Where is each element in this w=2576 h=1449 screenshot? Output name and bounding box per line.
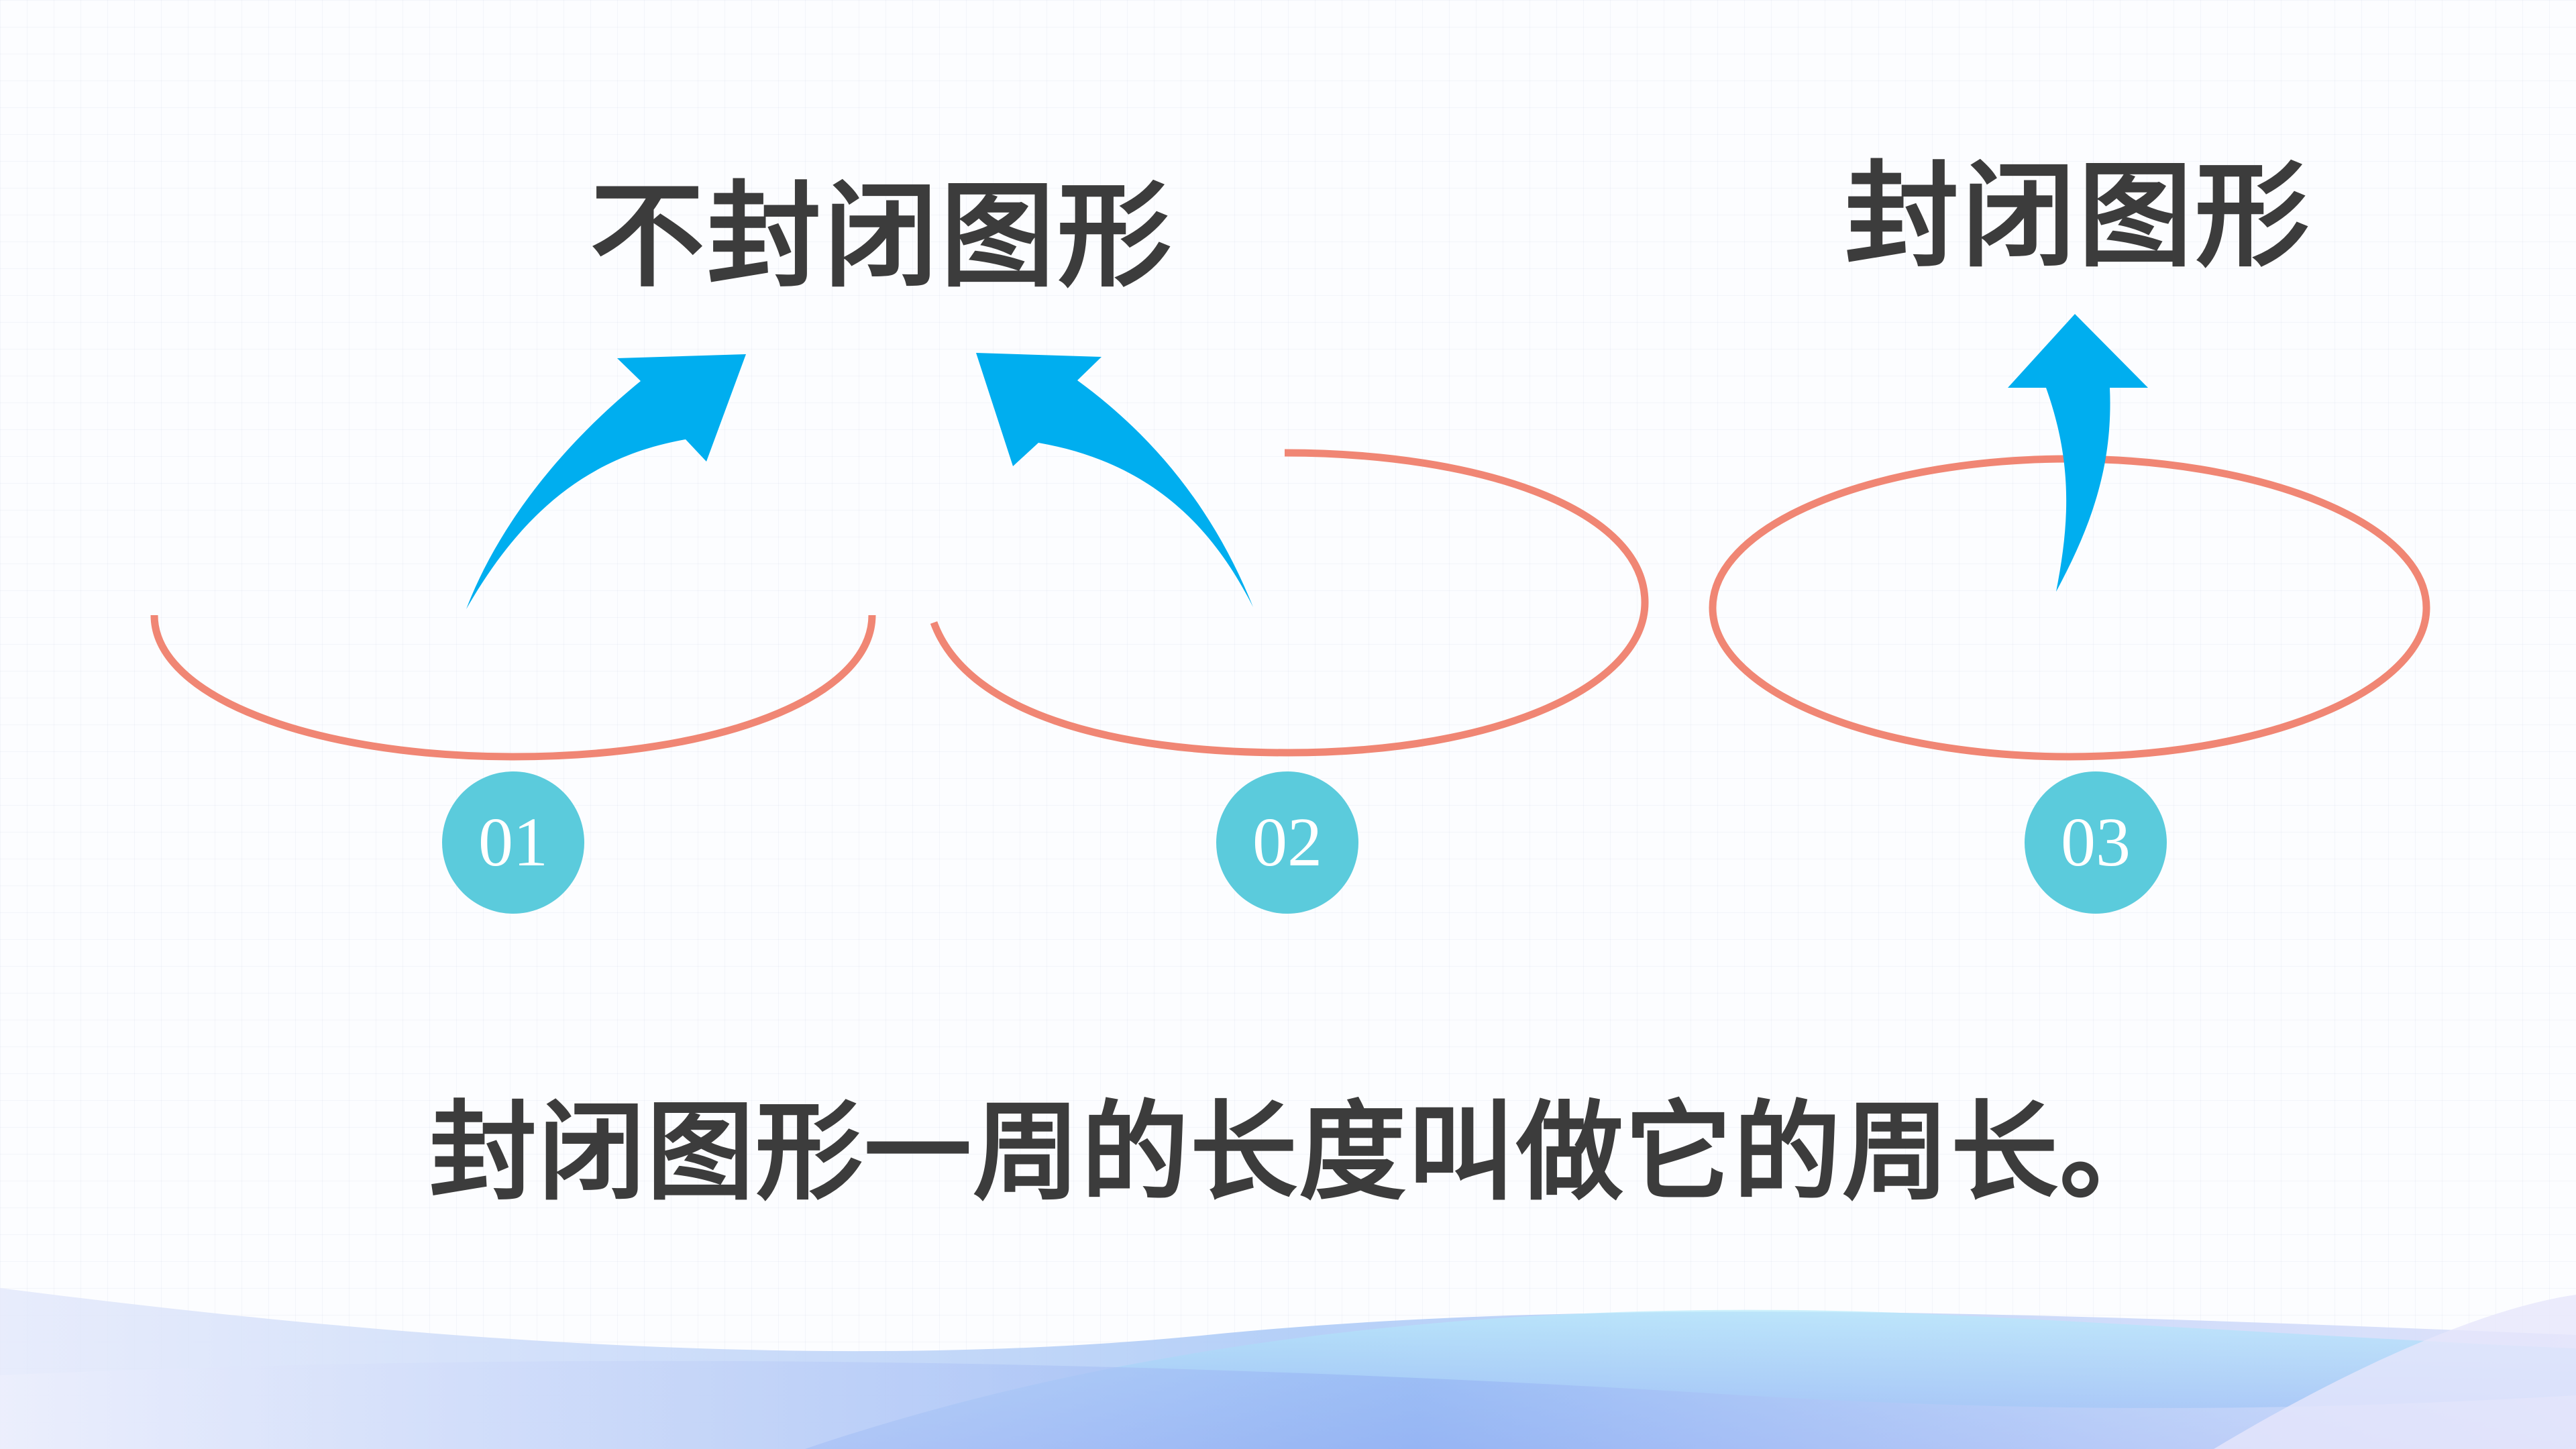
number-badge-2-text: 02 [1252,804,1322,881]
open-arc-1 [150,614,876,761]
arrow-3 [2008,314,2148,592]
number-badge-3-text: 03 [2061,804,2131,881]
number-badge-3: 03 [2025,771,2167,914]
perimeter-definition: 封闭图形一周的长度叫做它的周长。 [429,1089,2169,1215]
number-badge-1: 01 [442,771,584,914]
open-arc-2 [930,449,1649,757]
arrow-2 [976,353,1253,607]
number-badge-1-text: 01 [478,804,548,881]
open-figure-title: 不封闭图形 [590,170,1175,303]
number-badge-2: 02 [1216,771,1358,914]
arrow-1 [466,354,746,609]
closed-figure-title: 封闭图形 [1845,150,2312,283]
